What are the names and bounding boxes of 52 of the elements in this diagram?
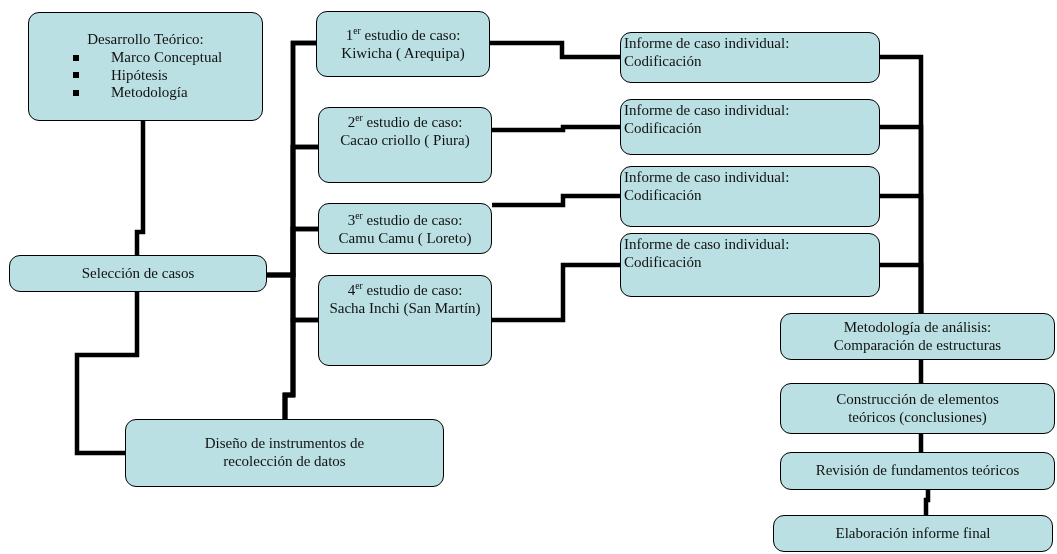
box-text: Camu Camu ( Loreto) [338,229,472,248]
process-box [780,383,1055,434]
box-text: Comparación de estructuras [833,336,1002,355]
box-text: Sacha Inchi (San Martín) [329,299,481,318]
connector-line [492,262,620,323]
connector-line [74,292,140,456]
list-item: Marco Conceptual [111,48,223,67]
process-box [316,11,490,77]
process-box [318,275,492,366]
process-box [780,313,1055,360]
connector-line [134,121,146,255]
box-text: Codificación [624,119,702,138]
box-text: Informe de caso individual: [624,236,790,254]
box-text: Codificación [624,186,702,205]
box-text: Elaboración informe final [835,524,991,543]
box-text: Construcción de elementos teóricos (conclusiones) [835,390,1000,427]
process-box [125,419,444,487]
connector-line [880,262,924,313]
box-text: Informe de caso individual: [624,35,790,53]
box-text: Informe de caso individual: [624,169,790,187]
report-box [620,233,880,297]
process-box [773,515,1053,552]
process-box [318,203,492,254]
list-item: Hipótesis [111,66,168,85]
box-text: Codificación [624,52,702,71]
report-box [620,99,880,155]
box-text: Metodología de análisis: [843,318,992,337]
box-text: Informe de caso individual: [624,102,790,120]
box-text: Desarrollo Teórico: [87,31,204,49]
connector-line [918,360,924,383]
box-text: Codificación [624,253,702,272]
connector-line [282,317,318,419]
box-text: Cacao criollo ( Piura) [340,131,470,150]
connector-line [492,193,620,208]
connector-line [923,490,931,515]
report-box [620,166,880,227]
box-text: Selección de casos [81,264,195,283]
box-text: 4$^{er}$ estudio de caso: [347,280,463,300]
process-box [780,452,1055,490]
box-text: Diseño de instrumentos de recolección de datos [203,435,366,471]
topic-box [28,12,263,121]
connector-line [492,124,620,133]
process-box [318,107,492,183]
list-item: Metodología [111,84,188,102]
box-text: 1$^{er}$ estudio de caso: [345,25,461,45]
box-text: 2$^{er}$ estudio de caso: [347,112,463,132]
box-text: 3$^{er}$ estudio de caso: [347,209,463,230]
box-text: Kiwicha ( Arequipa) [341,45,465,63]
report-box [620,32,880,83]
box-text: Revisión de fundamentos teóricos [815,462,1020,480]
process-box [9,255,267,292]
connector-line [490,40,620,60]
